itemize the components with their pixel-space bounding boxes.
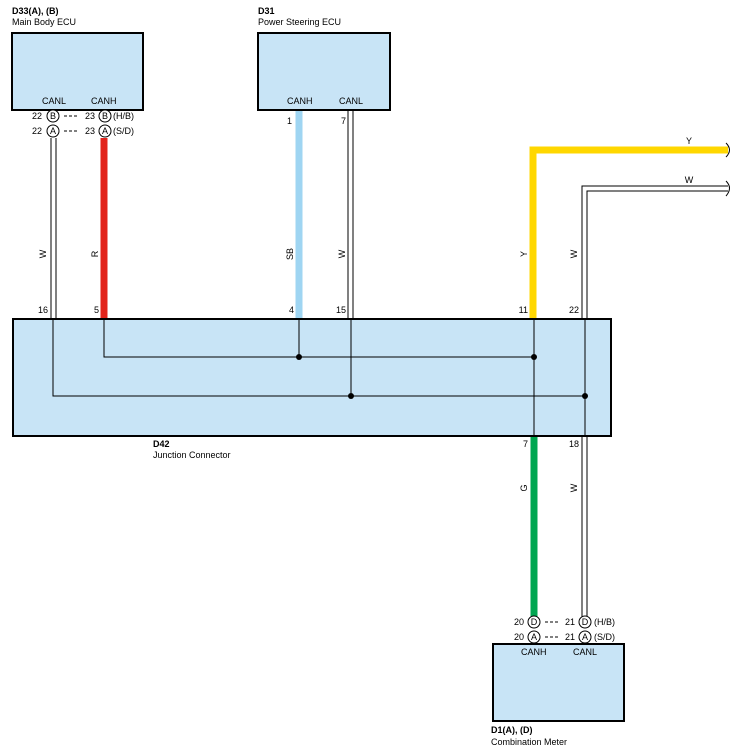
variant-sd: (S/D) [594,632,615,642]
meter-canl-pin-d: 21 [565,617,575,627]
jc-pin: 4 [289,305,294,315]
variant-hb: (H/B) [113,111,134,121]
wire-ps-canl [347,110,354,319]
junction-connector: 16 5 4 15 11 22 7 18 D42 Junction Connec… [12,305,612,460]
wire-label-exit-white: W [685,175,694,185]
main-body-ecu-canl-label: CANL [42,96,66,106]
internal-canl-bus [52,319,585,397]
connector-letter: D [531,617,538,627]
power-steering-ecu-box [257,32,391,111]
main-canl-pin-a: 22 [32,126,42,136]
splice-dot [531,354,537,360]
connector-letter: A [50,126,56,136]
main-body-ecu: D33(A), (B) Main Body ECU CANL CANH 22 B… [11,6,144,138]
main-canh-pin-a: 23 [85,126,95,136]
connector-letter: A [102,126,108,136]
wire-yellow-break [725,142,730,158]
connector-a-icon [98,124,112,138]
jc-pin: 7 [523,439,528,449]
power-steering-canh-pin: 1 [287,116,292,126]
variant-hb: (H/B) [594,617,615,627]
wire-label-main-canl: W [38,249,48,258]
power-steering-canh-label: CANH [287,96,313,106]
connector-letter: D [582,617,589,627]
main-body-ecu-box [11,32,144,111]
connector-letter: B [50,111,56,121]
wire-label-meter-canl: W [569,483,579,492]
wire-label-yellow: Y [519,251,529,257]
connector-d-icon [527,615,541,629]
combination-meter-name: Combination Meter [491,737,567,747]
jc-pin: 5 [94,305,99,315]
junction-connector-code: D42 [153,439,170,449]
power-steering-canl-label: CANL [339,96,363,106]
internal-canh-bus [103,319,534,358]
wire-white-22 [581,180,730,319]
wire-yellow [529,146,728,319]
wire-label-exit-yellow: Y [686,136,692,146]
jc-pin: 15 [336,305,346,315]
main-body-ecu-name: Main Body ECU [12,17,76,27]
jc-pin: 18 [569,439,579,449]
wire-label-white-22: W [569,249,579,258]
wire-main-canl [50,138,57,319]
wire-label-ps-canl: W [337,249,347,258]
jc-pin: 11 [519,305,528,315]
combination-meter-canl-label: CANL [573,647,597,657]
splice-dot [582,393,588,399]
connector-d-icon [578,615,592,629]
main-body-ecu-canh-label: CANH [91,96,117,106]
connector-a-icon [46,124,60,138]
wire-meter-canl [581,436,588,617]
power-steering-ecu-code: D31 [258,6,275,16]
power-steering-ecu-name: Power Steering ECU [258,17,341,27]
power-steering-canl-pin: 7 [341,116,346,126]
wire-label-ps-canh: SB [285,248,295,260]
connector-letter: A [582,632,588,642]
combination-meter-canh-label: CANH [521,647,547,657]
connector-letter: A [531,632,537,642]
combination-meter-box [492,643,625,722]
combination-meter-code: D1(A), (D) [491,725,533,735]
combination-meter: 20 D 21 D (H/B) 20 A 21 A (S/D) CANH CAN… [491,615,625,747]
jc-pin: 22 [569,305,579,315]
splice-dot [296,354,302,360]
jc-pin: 16 [38,305,48,315]
main-body-ecu-code: D33(A), (B) [12,6,59,16]
connector-b-icon [46,109,60,123]
splice-dot [348,393,354,399]
connector-letter: B [102,111,108,121]
meter-canh-pin-a: 20 [514,632,524,642]
wire-label-meter-canh: G [519,484,529,491]
variant-sd: (S/D) [113,126,134,136]
connector-b-icon [98,109,112,123]
junction-connector-box [12,318,612,437]
power-steering-ecu: D31 Power Steering ECU CANH CANL 1 7 [257,6,391,126]
main-canl-pin-b: 22 [32,111,42,121]
main-canh-pin-b: 23 [85,111,95,121]
meter-canh-pin-d: 20 [514,617,524,627]
wire-label-main-canh: R [90,250,100,257]
junction-connector-name: Junction Connector [153,450,231,460]
meter-canl-pin-a: 21 [565,632,575,642]
